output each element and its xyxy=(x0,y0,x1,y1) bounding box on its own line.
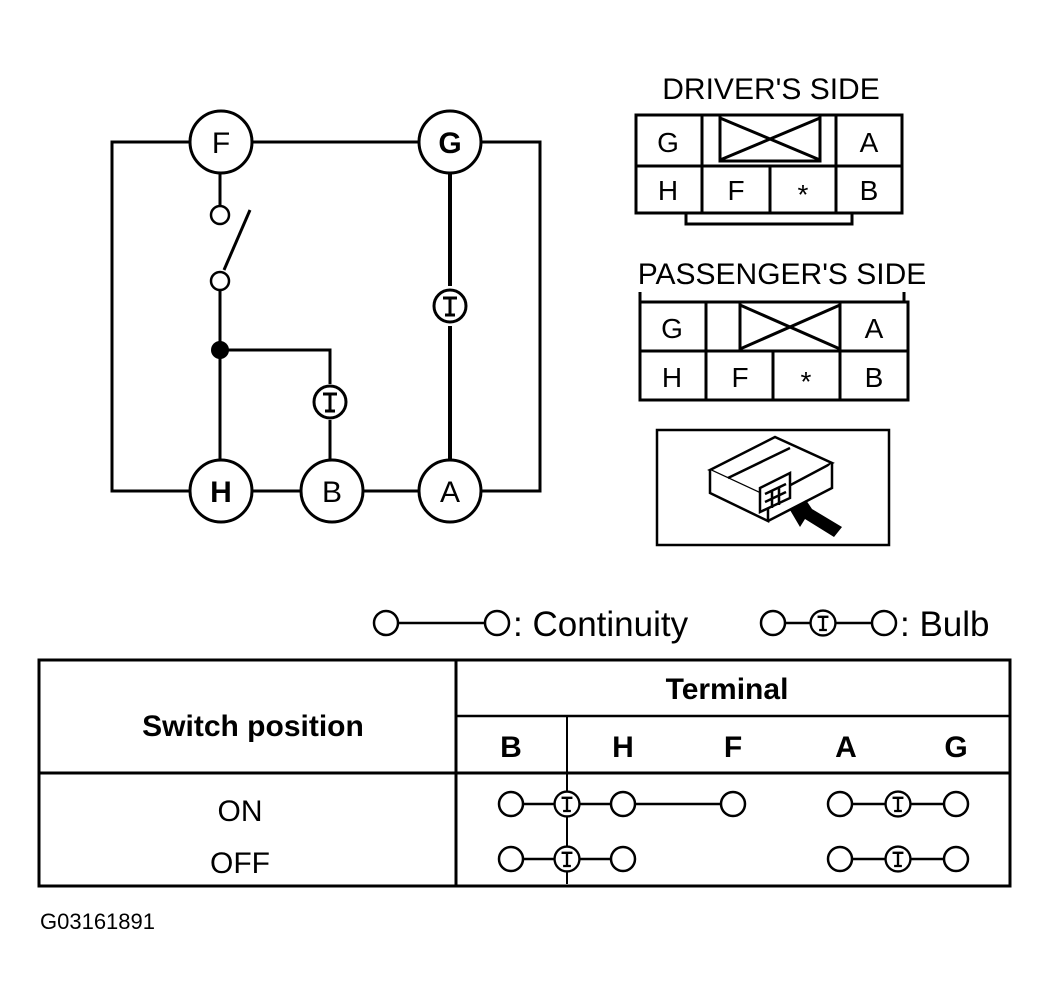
pin-h: H xyxy=(658,175,678,206)
pin-g: G xyxy=(661,313,683,344)
pin-unused: * xyxy=(798,179,809,210)
blank-cavity-x xyxy=(738,300,842,353)
column-header-g: G xyxy=(944,731,967,764)
bulb-icon xyxy=(884,845,912,873)
bulb-icon xyxy=(553,790,581,818)
row-label-on: ON xyxy=(218,795,263,828)
terminal-f: F xyxy=(188,109,254,175)
terminal-label: H xyxy=(210,476,232,509)
passengers-side-connector: PASSENGER'S SIDE G A H F * B xyxy=(638,258,927,402)
terminal-header: Terminal xyxy=(666,673,789,706)
off-row-a-g-bulb xyxy=(826,845,970,873)
continuity-symbol xyxy=(372,609,511,637)
terminal-label: A xyxy=(440,476,460,509)
bulb-label: : Bulb xyxy=(900,605,990,644)
column-header-a: A xyxy=(835,731,857,764)
pin-a: A xyxy=(860,127,879,158)
off-row-b-h-bulb xyxy=(497,845,637,873)
row-label-off: OFF xyxy=(210,847,270,880)
pin-h: H xyxy=(662,362,682,393)
bulb-icon xyxy=(553,845,581,873)
pin-f: F xyxy=(727,175,744,206)
terminal-b: B xyxy=(299,458,365,524)
bulb-icon xyxy=(432,288,468,324)
pin-unused: * xyxy=(801,366,812,397)
on-row-h-f-continuity xyxy=(635,790,747,818)
junction-dot xyxy=(211,341,229,359)
pin-g: G xyxy=(657,127,679,158)
column-header-b: B xyxy=(500,731,522,764)
column-header-h: H xyxy=(612,731,634,764)
continuity-table: Switch position Terminal B H F A G ON OF… xyxy=(37,658,1012,888)
terminal-g: G xyxy=(417,109,483,175)
circuit-schematic: F G H B A xyxy=(110,109,542,524)
circuit-wires xyxy=(110,140,542,493)
bulb-icon xyxy=(312,384,348,420)
pin-b: B xyxy=(865,362,884,393)
on-row-b-h-bulb xyxy=(497,790,637,818)
continuity-label: : Continuity xyxy=(513,605,689,644)
connector-title: PASSENGER'S SIDE xyxy=(638,258,927,291)
switch-symbol xyxy=(209,204,252,292)
bulb-symbol xyxy=(759,609,898,637)
terminal-label: G xyxy=(438,127,461,160)
terminal-a: A xyxy=(417,458,483,524)
pin-f: F xyxy=(731,362,748,393)
bulb-icon xyxy=(884,790,912,818)
bulb-icon xyxy=(809,609,837,637)
legend: : Continuity : Bulb xyxy=(372,605,990,644)
terminal-h: H xyxy=(188,458,254,524)
column-header-f: F xyxy=(724,731,742,764)
drivers-side-connector: DRIVER'S SIDE G A H F * B xyxy=(634,73,904,226)
connector-housing-icon xyxy=(707,435,835,523)
pin-b: B xyxy=(860,175,879,206)
blank-cavity-x xyxy=(718,113,822,163)
switch-position-header: Switch position xyxy=(142,710,364,743)
on-row-a-g-bulb xyxy=(826,790,970,818)
figure-code: G03161891 xyxy=(40,909,155,934)
connector-title: DRIVER'S SIDE xyxy=(662,73,879,106)
terminal-label: B xyxy=(322,476,342,509)
connector-illustration xyxy=(655,428,891,547)
terminal-label: F xyxy=(212,127,230,160)
arrow-icon xyxy=(790,500,842,537)
pin-a: A xyxy=(865,313,884,344)
